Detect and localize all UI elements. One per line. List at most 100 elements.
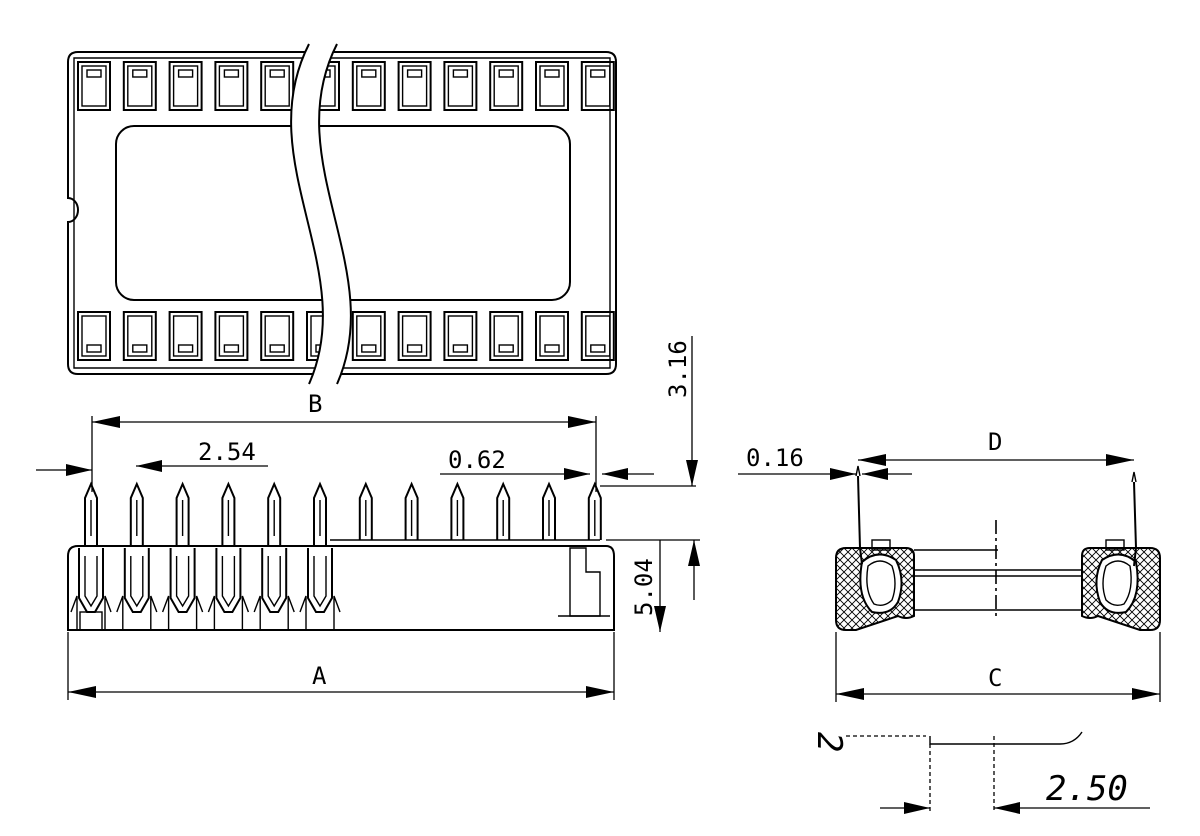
- pin-tip: [84, 481, 98, 546]
- contact-cell-frame: [580, 311, 615, 361]
- side-view: [835, 465, 1161, 631]
- contact-cell-frame: [260, 311, 295, 361]
- pin-tip: [587, 481, 602, 540]
- pin: [129, 481, 144, 546]
- dim-c-arrow-right: [1132, 688, 1160, 700]
- pin-body: [299, 548, 341, 630]
- pin-tip: [450, 481, 465, 540]
- contact-cell-bottom: [351, 311, 386, 361]
- dim-pitch-arrow-right: [136, 460, 162, 472]
- pin-body-outline: [123, 548, 150, 613]
- pin-foot: [253, 595, 295, 630]
- dim-stand-label: 3.16: [664, 340, 692, 398]
- contact-cell-bottom: [168, 311, 203, 361]
- front-view: [67, 481, 615, 631]
- contact-cell-inner: [539, 315, 565, 357]
- side-right-lead-tip: [1131, 471, 1137, 483]
- dim-b-label: B: [308, 390, 322, 418]
- side-right-lead: [1133, 481, 1138, 567]
- contact-cell-frame: [397, 61, 432, 111]
- contact-cell-bottom: [214, 311, 249, 361]
- dim-a-arrow-left: [68, 686, 96, 698]
- pin-tip: [358, 481, 373, 540]
- contact-slot: [544, 69, 560, 78]
- pin-body-inner: [84, 556, 98, 608]
- pin-body-outline: [261, 548, 288, 613]
- contact-slot: [590, 69, 606, 78]
- contact-cell-bottom: [443, 311, 478, 361]
- contact-cell-inner: [585, 315, 611, 357]
- front-standoff-block: [569, 547, 601, 617]
- front-pin-bodies: [70, 548, 341, 630]
- contact-cell-frame: [397, 311, 432, 361]
- contact-cell-inner: [172, 65, 199, 107]
- pin-body: [253, 548, 295, 630]
- contact-slot: [498, 69, 514, 78]
- pin-foot: [70, 595, 112, 630]
- detail-arrow-left: [904, 802, 930, 814]
- pin-tip: [313, 481, 327, 546]
- contact-cell-inner: [127, 65, 153, 107]
- pin: [587, 481, 602, 540]
- pin-body-outline: [169, 548, 196, 613]
- contact-cell-inner: [539, 65, 565, 107]
- contact-cell-frame: [443, 61, 478, 111]
- contact-cell-top: [489, 61, 524, 111]
- pin: [404, 481, 419, 540]
- contact-cell-inner: [356, 315, 382, 357]
- side-left-lead: [857, 475, 863, 565]
- pin: [267, 481, 282, 546]
- contact-cell-inner: [493, 315, 519, 357]
- pin-body-inner: [267, 556, 281, 608]
- dim-d-label: D: [988, 428, 1002, 456]
- dim-c-arrow-left: [836, 688, 864, 700]
- pin: [221, 481, 236, 546]
- pin-body-inner: [313, 556, 327, 608]
- break-band-fill: [291, 44, 351, 384]
- pin: [358, 481, 373, 540]
- contact-slot: [86, 344, 102, 353]
- contact-cell-bottom: [122, 311, 157, 361]
- contact-cell-top: [77, 61, 111, 111]
- dim-d-arrow-left: [858, 454, 886, 466]
- contact-cell-frame: [122, 311, 157, 361]
- contact-cell-frame: [489, 311, 524, 361]
- pin-tip: [404, 481, 419, 540]
- dim-pin-width-arrow-right: [602, 468, 628, 480]
- pin-body-inner: [221, 556, 236, 608]
- contact-cell-top: [535, 61, 569, 111]
- pin-tip: [221, 481, 236, 546]
- detail-arrow-right: [994, 802, 1020, 814]
- contact-cell-frame: [351, 61, 386, 111]
- contact-cell-inner: [401, 315, 428, 357]
- side-left-lead-tip: [855, 465, 861, 477]
- dim-body-arrow-top: [688, 540, 700, 566]
- contact-slot: [498, 344, 514, 353]
- contact-cell-bottom: [77, 311, 111, 361]
- contact-cell-inner: [401, 65, 428, 107]
- pin-body: [70, 548, 112, 630]
- dim-b-arrow-right: [568, 416, 596, 428]
- contact-slot: [361, 69, 377, 78]
- pin-foot: [161, 595, 204, 630]
- contact-cell-frame: [535, 61, 569, 111]
- contact-cell-frame: [168, 61, 203, 111]
- contact-slot: [544, 344, 560, 353]
- dimensions: B 2.54 0.62 3.16 5.04 A: [36, 336, 1161, 702]
- contact-cell-frame: [580, 61, 615, 111]
- pin-tip: [542, 481, 556, 540]
- contact-cell-bottom: [397, 311, 432, 361]
- contact-slot: [361, 344, 377, 353]
- detail-view: 2 2.50: [809, 731, 1150, 814]
- pin-foot: [116, 595, 158, 630]
- contact-slot: [406, 344, 423, 353]
- contact-slot: [452, 69, 469, 78]
- pin: [313, 481, 327, 546]
- pin: [84, 481, 98, 546]
- dim-pitch-arrow-left: [66, 464, 92, 476]
- contact-slot: [406, 69, 423, 78]
- contact-slot: [223, 344, 240, 353]
- contact-cell-top: [443, 61, 478, 111]
- contact-cell-top: [122, 61, 157, 111]
- dim-b-arrow-left: [92, 416, 120, 428]
